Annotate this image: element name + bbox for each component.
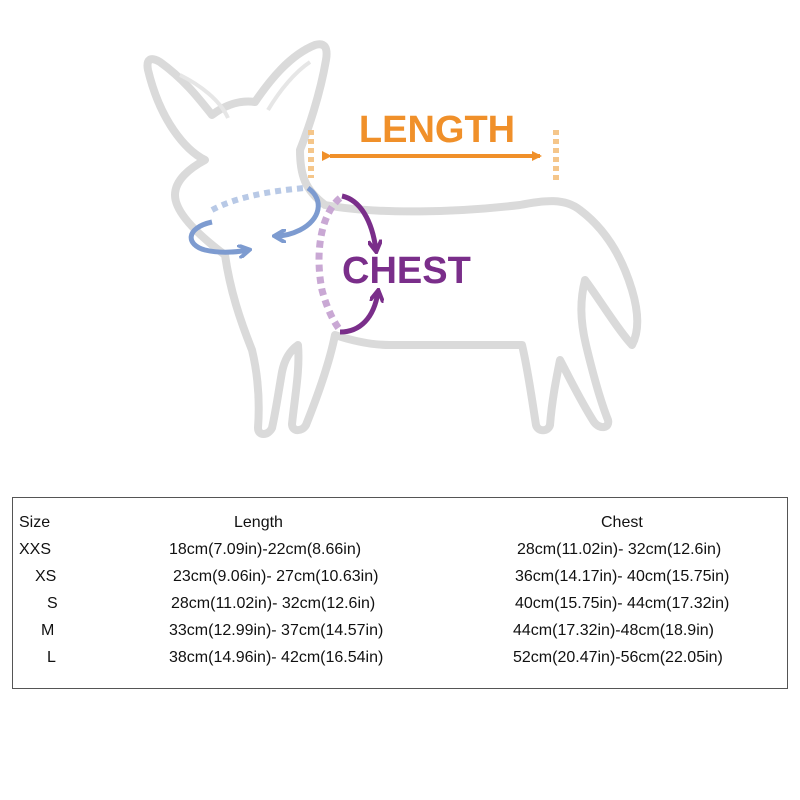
dog-outline — [143, 40, 642, 438]
row-size: L — [47, 649, 56, 666]
header-length: Length — [234, 514, 283, 531]
length-measurement: LENGTH — [308, 109, 559, 182]
row-chest: 52cm(20.47in)-56cm(22.05in) — [513, 649, 723, 666]
row-size: XS — [35, 568, 57, 585]
row-size: XXS — [19, 541, 52, 558]
row-length: 33cm(12.99in)- 37cm(14.57in) — [169, 622, 384, 639]
row-size: S — [47, 595, 58, 612]
row-length: 23cm(9.06in)- 27cm(10.63in) — [173, 568, 379, 585]
header-chest: Chest — [601, 514, 643, 531]
chest-measurement: CHEST — [315, 193, 471, 335]
row-chest: 40cm(15.75in)- 44cm(17.32in) — [515, 595, 730, 612]
dog-measurement-diagram: LENGTH CHEST — [143, 40, 642, 438]
row-length: 28cm(11.02in)- 32cm(12.6in) — [171, 595, 376, 612]
header-size: Size — [19, 514, 51, 531]
row-size: M — [41, 622, 55, 639]
row-chest: 36cm(14.17in)- 40cm(15.75in) — [515, 568, 730, 585]
row-chest: 28cm(11.02in)- 32cm(12.6in) — [517, 541, 722, 558]
row-length: 18cm(7.09in)-22cm(8.66in) — [169, 541, 362, 558]
size-chart-table: Size Length Chest XXS 18cm(7.09in)-22cm(… — [12, 497, 788, 689]
length-label: LENGTH — [359, 109, 515, 151]
neck-measurement — [188, 185, 321, 252]
row-chest: 44cm(17.32in)-48cm(18.9in) — [513, 622, 714, 639]
chest-label: CHEST — [342, 250, 471, 292]
row-length: 38cm(14.96in)- 42cm(16.54in) — [169, 649, 384, 666]
